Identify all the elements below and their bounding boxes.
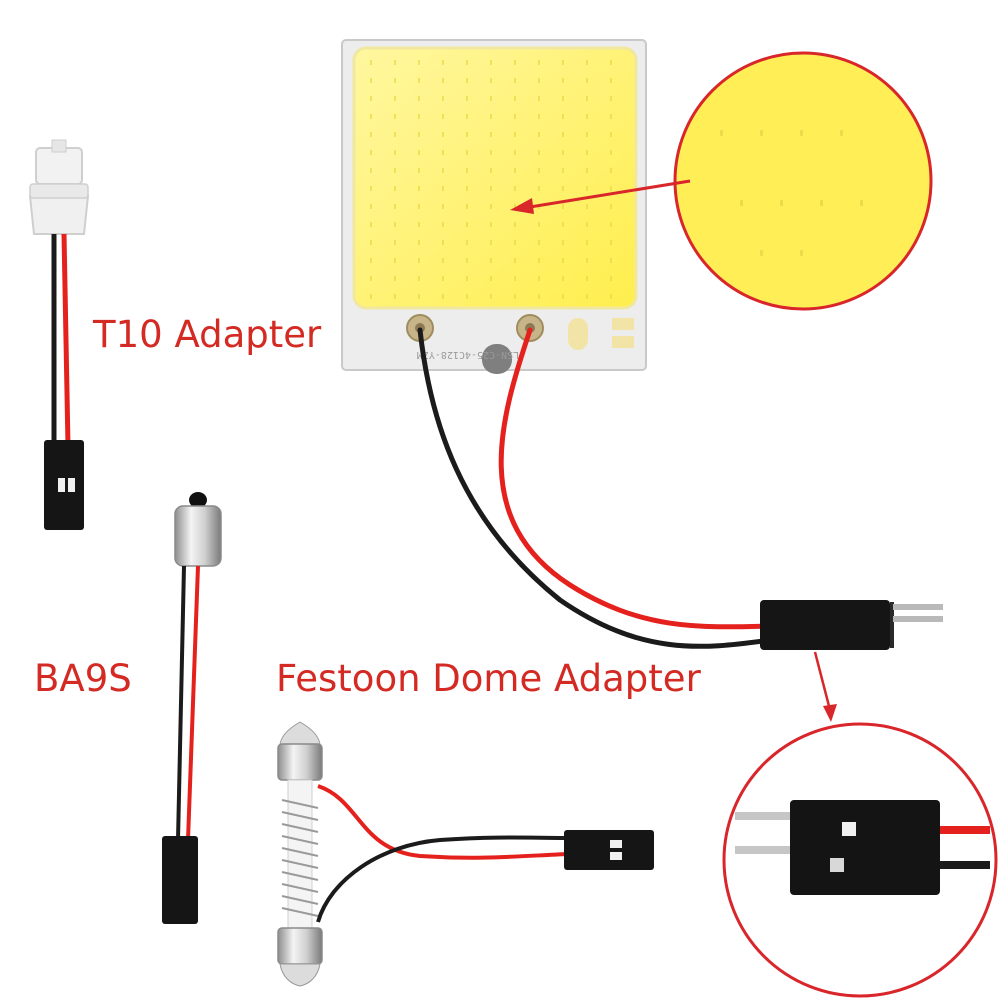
marking-pad (568, 318, 588, 350)
cob-led-board: LSN-C25-4C128-YZM (341, 39, 647, 374)
male-connector (760, 600, 943, 650)
connector-zoom-callout (722, 651, 998, 998)
mounting-notch (482, 344, 512, 374)
t10-socket-top (35, 147, 83, 185)
callout-arrow-line (813, 651, 832, 711)
festoon-spring (281, 799, 319, 917)
festoon-bottom-cap (277, 927, 323, 965)
ba9s-female-connector (162, 836, 198, 924)
marking-pad (612, 336, 634, 348)
board-print: LSN-C25-4C128-YZM (417, 349, 519, 360)
connector-pin (893, 616, 943, 622)
callout-arrow-line (529, 179, 691, 209)
ba9s-label: BA9S (34, 657, 132, 700)
festoon-top-cap (277, 743, 323, 781)
festoon-wire-red (317, 784, 569, 860)
festoon-adapter (277, 721, 654, 987)
ba9s-metal-base (174, 505, 222, 567)
ba9s-adapter (162, 492, 222, 924)
t10-socket-body (28, 195, 90, 235)
t10-adapter (28, 139, 90, 530)
t10-adapter-label: T10 Adapter (93, 313, 322, 356)
wire-black-main (417, 327, 773, 649)
wire-red-main (498, 327, 773, 630)
led-chip-grid (362, 56, 628, 300)
marking-pad (612, 318, 634, 330)
festoon-female-connector (564, 830, 654, 870)
led-zoom-circle (673, 51, 933, 311)
callout-arrowhead (823, 704, 837, 722)
led-zoom-callout (510, 51, 933, 311)
festoon-dome-adapter-label: Festoon Dome Adapter (276, 657, 701, 700)
connector-pin (893, 604, 943, 610)
festoon-wire-black (316, 835, 569, 923)
callout-arrowhead (510, 198, 534, 214)
